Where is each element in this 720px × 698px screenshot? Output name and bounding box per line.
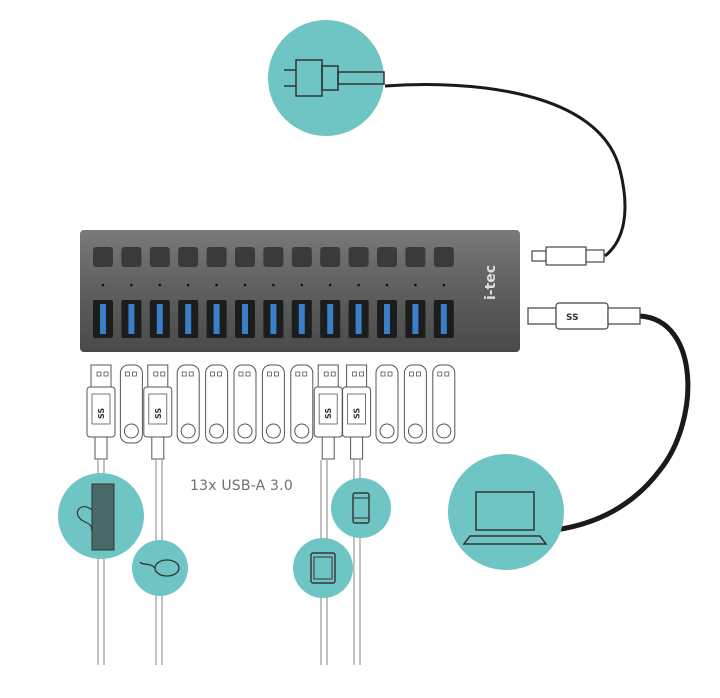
usb-flash-drive	[290, 364, 314, 444]
usb-port-tongue	[100, 304, 106, 334]
port-power-button[interactable]	[235, 247, 255, 267]
port-power-button[interactable]	[149, 247, 170, 267]
port-led	[158, 283, 162, 287]
port-led	[300, 283, 304, 287]
usb-flash-drive	[375, 364, 399, 444]
usb-port-tongue	[440, 304, 447, 334]
usb-a-plug: SS	[342, 364, 372, 460]
port-led	[130, 283, 133, 287]
usb-flash-drive	[432, 364, 456, 444]
smartphone-icon	[331, 478, 391, 538]
usb-flash-drive	[261, 364, 285, 444]
port-led	[186, 283, 190, 287]
brand-logo: i-tec	[483, 265, 499, 300]
usb-port-tongue	[128, 304, 135, 334]
port-power-button[interactable]	[263, 247, 284, 267]
ports-label: 13x USB-A 3.0	[190, 478, 293, 494]
port-power-button[interactable]	[377, 247, 397, 267]
usb-b-cable	[554, 313, 691, 533]
port-power-button[interactable]	[121, 247, 142, 267]
usb-port-tongue	[384, 304, 390, 334]
usb-b-ss-mark: SS	[566, 313, 579, 323]
ss-usb-icon: SS	[353, 408, 362, 419]
port-power-button[interactable]	[405, 247, 426, 267]
usb-a-plug: SS	[313, 364, 343, 460]
usb-port-tongue	[270, 304, 277, 334]
usb-port-tongue	[242, 304, 248, 334]
mouse-icon	[132, 540, 188, 596]
usb-flash-drive	[205, 364, 229, 444]
port-led	[357, 283, 360, 287]
port-led	[272, 283, 275, 287]
port-led	[215, 283, 218, 287]
usb-port-tongue	[412, 304, 419, 334]
dc-power-plug	[531, 246, 605, 266]
usb-a-plug: SS	[143, 364, 173, 460]
usb-port-tongue	[185, 304, 192, 334]
power-cable	[384, 83, 627, 258]
tablet-icon	[293, 538, 353, 598]
ss-usb-icon: SS	[97, 408, 106, 419]
usb-port-tongue	[327, 304, 334, 334]
port-led	[243, 283, 247, 287]
port-power-button[interactable]	[348, 247, 369, 267]
usb-port-tongue	[156, 304, 163, 334]
usb-flash-drive	[176, 364, 200, 444]
port-power-button[interactable]	[433, 247, 454, 267]
usb-flash-drive	[403, 364, 427, 444]
usb-a-plug: SS	[86, 364, 116, 460]
usb-port-tongue	[213, 304, 220, 334]
laptop-icon	[448, 454, 564, 570]
port-led	[414, 283, 417, 287]
port-power-button[interactable]	[93, 247, 113, 267]
usb-port-tongue	[298, 304, 305, 334]
port-led	[442, 283, 446, 287]
usb-b-plug: SS	[527, 302, 641, 330]
port-led	[101, 283, 105, 287]
usb-flash-drive	[119, 364, 143, 444]
port-led	[328, 283, 332, 287]
usb-port-tongue	[355, 304, 362, 334]
power-adapter-icon	[268, 20, 385, 136]
port-power-button[interactable]	[320, 247, 341, 267]
usb-hub: i-tec	[80, 230, 520, 352]
port-power-button[interactable]	[206, 247, 227, 267]
ss-usb-icon: SS	[154, 408, 163, 419]
port-led	[385, 283, 389, 287]
usb-flash-drive	[233, 364, 257, 444]
keyboard-icon	[58, 473, 144, 559]
port-power-button[interactable]	[178, 247, 199, 267]
ss-usb-icon: SS	[324, 408, 333, 419]
port-power-button[interactable]	[291, 247, 312, 267]
